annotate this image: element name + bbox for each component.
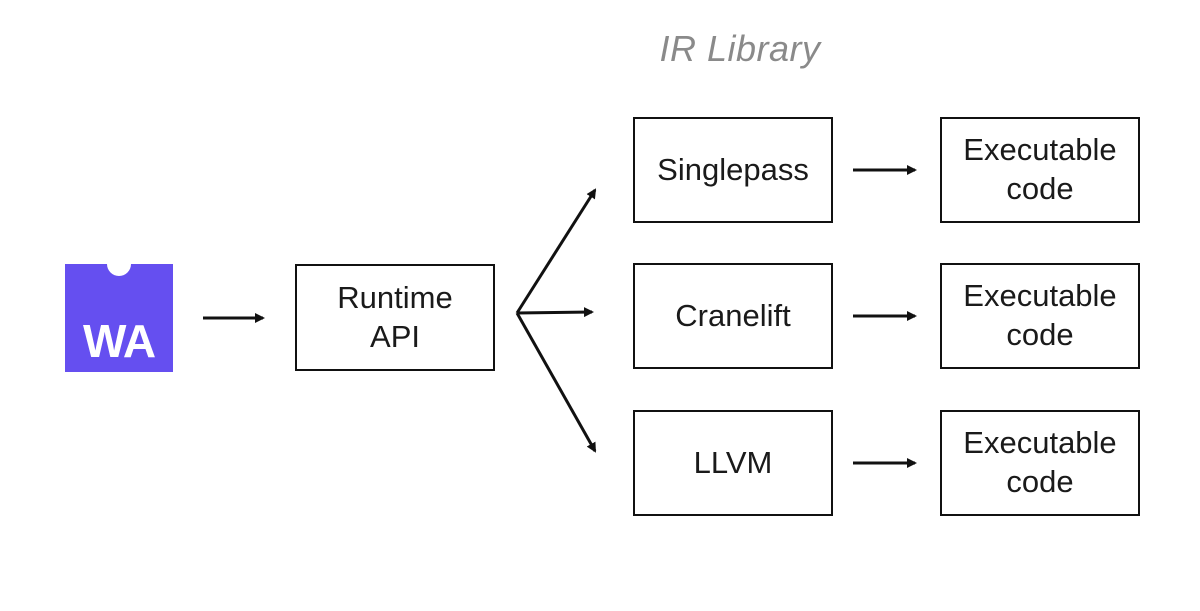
output-box-executable-3: Executable code	[940, 410, 1140, 516]
diagram-title: IR Library	[659, 28, 821, 69]
output-box-executable-1: Executable code	[940, 117, 1140, 223]
webassembly-logo-shape	[65, 264, 173, 372]
output-box-executable-2: Executable code	[940, 263, 1140, 369]
runtime-api-box: Runtime API	[295, 264, 495, 371]
runtime-api-label: Runtime API	[337, 279, 453, 354]
arrow-runtime-to-singlepass	[515, 188, 597, 314]
output-label: Executable code	[963, 425, 1117, 499]
compiler-label: LLVM	[693, 444, 773, 480]
webassembly-logo-icon: WA	[65, 264, 173, 372]
compiler-box-llvm: LLVM	[633, 410, 833, 516]
compiler-label: Singlepass	[657, 151, 809, 187]
logo-text: WA	[82, 315, 156, 367]
compiler-label: Cranelift	[675, 297, 791, 333]
compiler-box-cranelift: Cranelift	[633, 263, 833, 369]
arrow-runtime-to-llvm	[515, 312, 597, 453]
arrow-runtime-to-cranelift	[516, 307, 594, 318]
logo-background	[65, 264, 173, 372]
compiler-box-singlepass: Singlepass	[633, 117, 833, 223]
output-label: Executable code	[963, 278, 1117, 352]
output-label: Executable code	[963, 132, 1117, 206]
